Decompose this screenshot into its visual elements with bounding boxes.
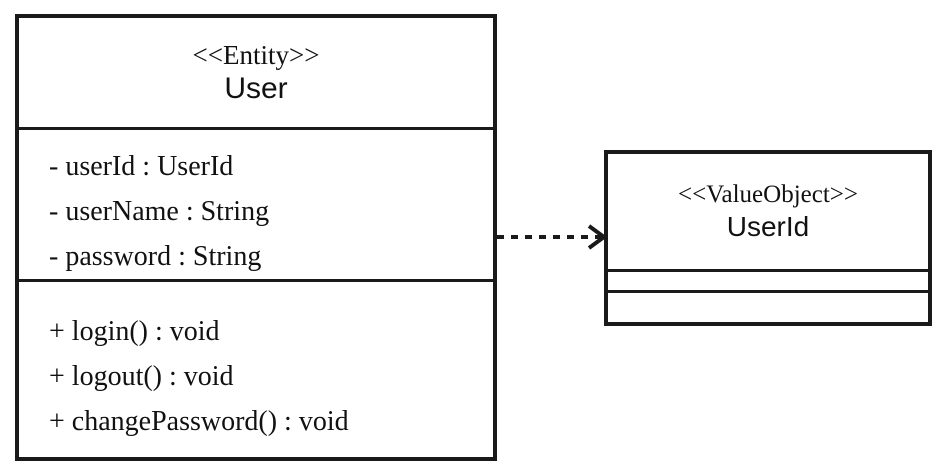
uml-class-userid[interactable]: <<ValueObject>> UserId (604, 150, 932, 326)
attributes-compartment-userid (608, 269, 928, 290)
operations-compartment-user: + login() : void + logout() : void + cha… (19, 279, 493, 457)
class-stereotype: <<Entity>> (192, 39, 320, 70)
class-header-user: <<Entity>> User (19, 18, 493, 127)
class-name: UserId (726, 210, 810, 242)
dependency-open-arrowhead-icon (587, 224, 608, 250)
dependency-arrow-user-to-userid[interactable] (490, 214, 615, 262)
attribute-row: - userId : UserId (49, 151, 234, 182)
operation-row: + login() : void (49, 316, 220, 347)
class-stereotype: <<ValueObject>> (678, 180, 858, 208)
uml-class-user[interactable]: <<Entity>> User - userId : UserId - user… (15, 14, 497, 461)
class-name: User (224, 71, 288, 105)
class-header-userid: <<ValueObject>> UserId (608, 154, 928, 269)
attribute-row: - password : String (49, 241, 262, 272)
operation-row: + logout() : void (49, 361, 234, 392)
operations-compartment-userid (608, 290, 928, 322)
attributes-compartment-user: - userId : UserId - userName : String - … (19, 127, 493, 279)
operation-row: + changePassword() : void (49, 406, 349, 437)
attribute-row: - userName : String (49, 196, 270, 227)
